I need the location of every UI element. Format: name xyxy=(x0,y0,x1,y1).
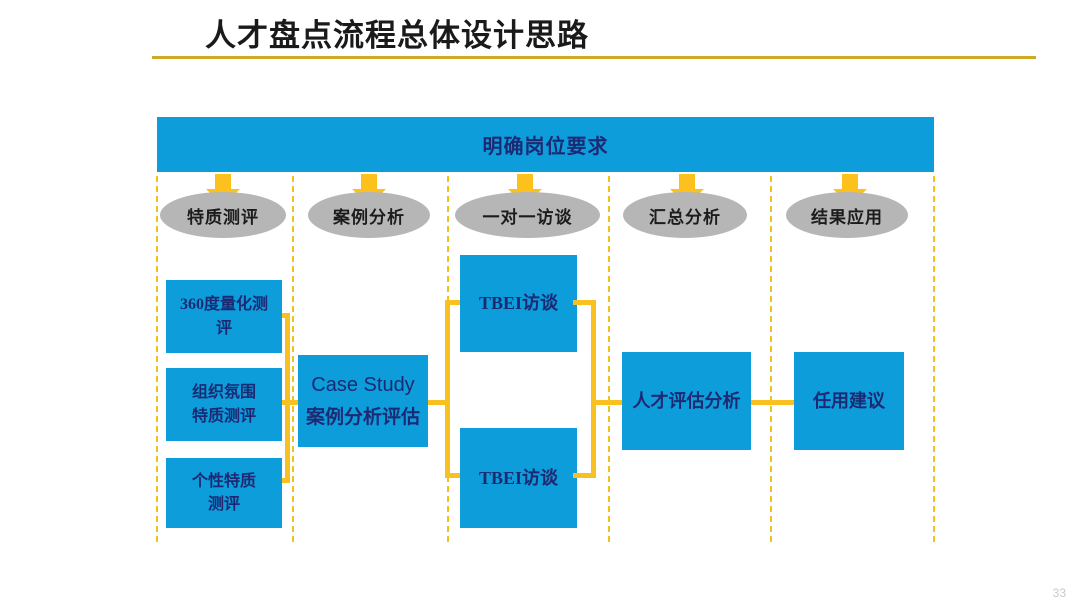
box-tbei-interview-2[interactable]: TBEI访谈 xyxy=(460,428,577,528)
connector-col1-mid-stub xyxy=(272,400,292,405)
stage-ellipse-trait-assessment[interactable]: 特质测评 xyxy=(160,192,286,238)
connector-col3-right-vertical xyxy=(591,300,596,478)
box-line: 评 xyxy=(215,319,232,337)
connector-col3-right-bottom-stub xyxy=(573,473,593,478)
box-line: TBEI访谈 xyxy=(478,467,559,488)
stage-label: 案例分析 xyxy=(333,207,405,227)
column-divider-5 xyxy=(770,176,772,542)
column-divider-6 xyxy=(933,176,935,542)
stage-ellipse-summary-analysis[interactable]: 汇总分析 xyxy=(623,192,747,238)
box-line-cn: 案例分析评估 xyxy=(305,406,420,428)
connector-col1-to-case-study xyxy=(285,400,299,405)
box-line: 360度量化测 xyxy=(179,296,268,314)
box-line: 特质测评 xyxy=(191,407,256,425)
box-line: 个性特质 xyxy=(191,472,256,490)
box-personality-trait-assessment[interactable]: 个性特质 测评 xyxy=(166,458,282,528)
connector-col3-left-top-stub xyxy=(445,300,465,305)
page-number: 33 xyxy=(1052,586,1066,600)
connector-col3-right-top-stub xyxy=(573,300,593,305)
stage-label: 特质测评 xyxy=(187,207,259,227)
stage-label: 结果应用 xyxy=(811,207,883,227)
box-line: 测评 xyxy=(207,496,240,513)
stage-label: 汇总分析 xyxy=(649,207,721,227)
arrow-stem xyxy=(361,174,377,190)
column-divider-1 xyxy=(156,176,158,542)
connector-col1-vertical xyxy=(285,313,290,481)
box-line: 任用建议 xyxy=(813,390,885,411)
box-talent-evaluation-analysis[interactable]: 人才评估分析 xyxy=(622,352,751,450)
page-title: 人才盘点流程总体设计思路 xyxy=(205,18,589,53)
stage-ellipse-result-application[interactable]: 结果应用 xyxy=(786,192,908,238)
box-line-en: Case Study xyxy=(311,373,415,396)
connector-col3-to-col4 xyxy=(591,400,626,405)
box-360-quant-assessment[interactable]: 360度量化测 评 xyxy=(166,280,282,353)
stage-ellipse-case-analysis[interactable]: 案例分析 xyxy=(308,192,430,238)
stage-ellipse-one-on-one-interview[interactable]: 一对一访谈 xyxy=(455,192,600,238)
box-line: 人才评估分析 xyxy=(632,390,741,411)
arrow-stem xyxy=(517,174,533,190)
connector-col3-left-bottom-stub xyxy=(445,473,465,478)
arrow-stem xyxy=(679,174,695,190)
box-tbei-interview-1[interactable]: TBEI访谈 xyxy=(460,255,577,352)
stage-label: 一对一访谈 xyxy=(482,207,573,227)
connector-col3-left-vertical xyxy=(445,300,450,478)
box-org-climate-trait-assessment[interactable]: 组织氛围 特质测评 xyxy=(166,368,282,441)
arrow-stem xyxy=(842,174,858,190)
box-line: 组织氛围 xyxy=(191,384,256,402)
arrow-stem xyxy=(215,174,231,190)
box-line: TBEI访谈 xyxy=(478,293,559,314)
box-appointment-recommendation[interactable]: 任用建议 xyxy=(794,352,904,450)
column-divider-4 xyxy=(608,176,610,542)
column-divider-2 xyxy=(292,176,294,542)
connector-case-study-right-stub xyxy=(428,400,450,405)
box-case-study[interactable]: Case Study 案例分析评估 xyxy=(298,355,428,447)
connector-col4-to-col5 xyxy=(751,400,795,405)
header-bar-job-requirements[interactable]: 明确岗位要求 xyxy=(157,117,934,172)
header-bar-label: 明确岗位要求 xyxy=(482,136,609,158)
title-underline-rule xyxy=(152,56,1036,59)
